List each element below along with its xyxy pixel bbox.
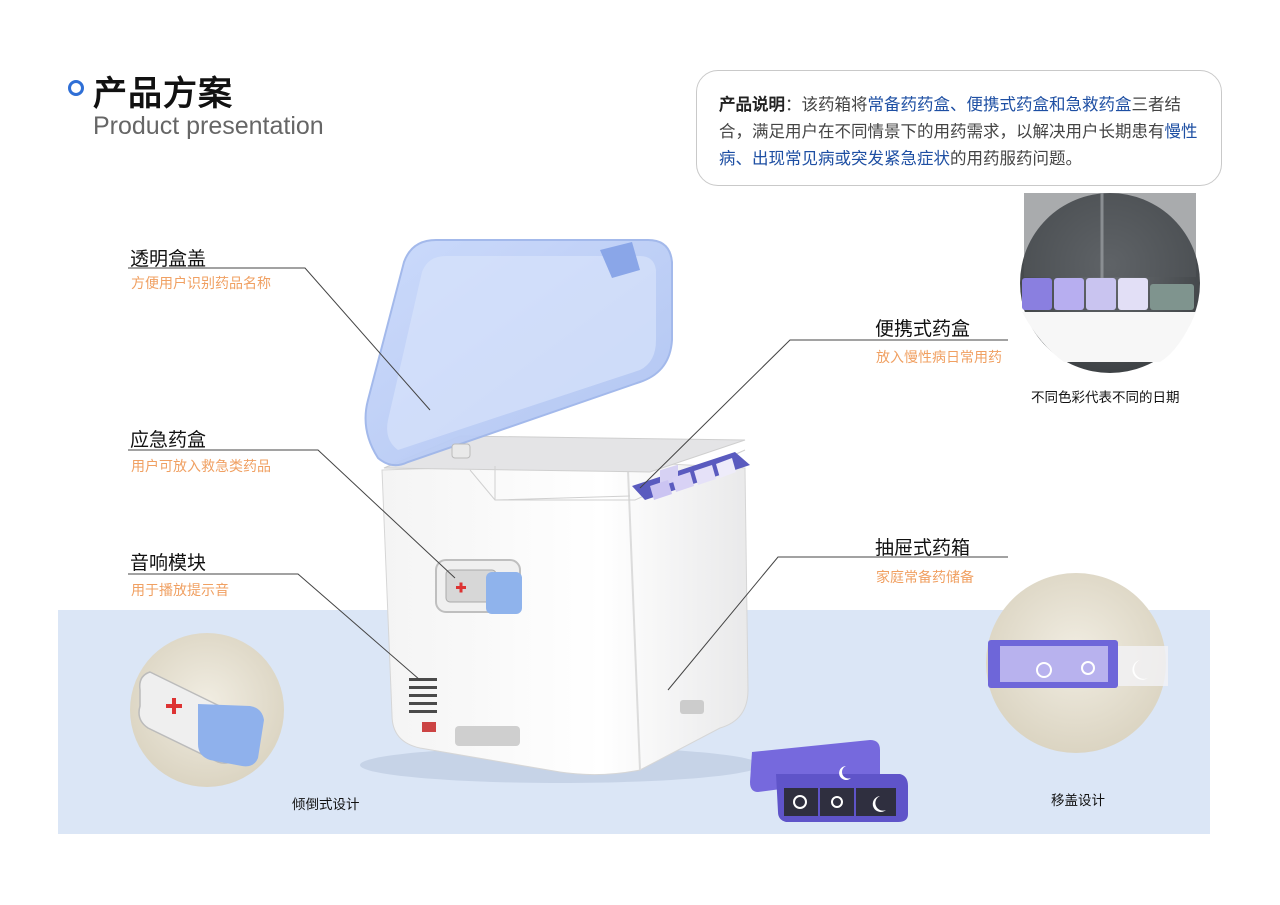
callout-lines [128, 267, 1008, 691]
caption-tilt-design: 倾倒式设计 [292, 797, 360, 813]
callout-audio-title: 音响模块 [130, 552, 207, 574]
page-title: 产品方案 [93, 74, 233, 114]
portable-pill-strip [632, 452, 750, 500]
tilt-design-detail [130, 633, 284, 787]
drawer-slot [455, 726, 520, 746]
callout-emergency-sub: 用户可放入救急类药品 [131, 459, 271, 475]
caption-color-days: 不同色彩代表不同的日期 [1031, 390, 1180, 406]
description-highlight-1: 常备药药盒、便携式药盒和急救药盒 [867, 95, 1132, 114]
description-label: 产品说明 [719, 95, 785, 114]
emergency-kit-slot [435, 559, 522, 614]
description-highlight-2: 慢性病、出现常见病或突发紧急症状 [719, 122, 1198, 168]
title-bullet-icon [68, 80, 84, 96]
loose-pill-boxes [750, 740, 908, 822]
callout-emergency-title: 应急药盒 [130, 429, 207, 451]
callout-lid-title: 透明盒盖 [130, 248, 207, 270]
page-subtitle: Product presentation [93, 112, 324, 140]
medicine-box [381, 435, 749, 776]
description-text-3: 的用药服药问题。 [950, 149, 1082, 168]
callout-lid-sub: 方便用户识别药品名称 [131, 276, 271, 292]
color-days-detail [1020, 193, 1200, 373]
slide-lid-detail [986, 573, 1168, 753]
callout-portable-title: 便携式药盒 [875, 318, 971, 340]
description-separator: ： [785, 95, 802, 114]
description-text-1: 该药箱将 [801, 95, 868, 114]
callout-drawer-sub: 家庭常备药储备 [876, 570, 974, 586]
product-description-box: 产品说明：该药箱将常备药药盒、便携式药盒和急救药盒三者结合，满足用户在不同情景下… [696, 70, 1222, 186]
callout-portable-sub: 放入慢性病日常用药 [876, 350, 1002, 366]
transparent-lid [364, 239, 673, 467]
callout-drawer-title: 抽屉式药箱 [875, 537, 971, 559]
description-text-2: 三者结合，满足用户在不同情景下的用药需求，以解决用户长期患有 [719, 95, 1181, 141]
caption-slide-lid: 移盖设计 [1051, 793, 1105, 809]
indicator-light [422, 722, 436, 732]
callout-audio-sub: 用于播放提示音 [131, 583, 229, 599]
speaker-vent-icon [409, 678, 437, 713]
